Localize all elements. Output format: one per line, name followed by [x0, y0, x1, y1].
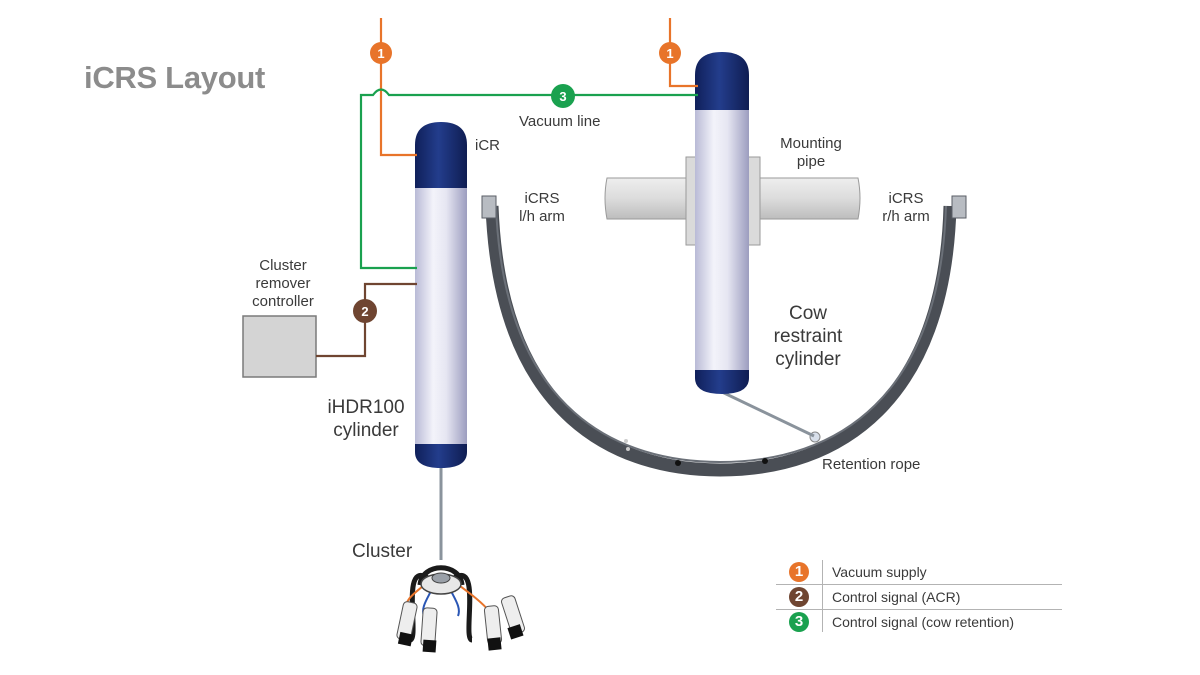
icr-label: iCR — [475, 137, 500, 154]
vacuum-line-label: Vacuum line — [519, 113, 601, 130]
legend-text-acr: Control signal (ACR) — [832, 589, 961, 605]
legend-row-vacuum-supply: 1 Vacuum supply — [776, 560, 1062, 585]
retention-rope — [721, 390, 815, 438]
legend-badge-1: 1 — [789, 562, 809, 582]
legend-divider — [822, 560, 823, 632]
legend-badge-2: 2 — [789, 587, 809, 607]
milking-cluster — [396, 548, 525, 653]
cow-restraint-cylinder-label: Cow restraint cylinder — [773, 303, 843, 370]
cluster-label: Cluster — [352, 541, 413, 562]
legend-row-acr: 2 Control signal (ACR) — [776, 585, 1062, 610]
mounting-pipe-label: Mounting pipe — [780, 135, 842, 170]
icrs-rh-arm-label: iCRS r/h arm — [882, 190, 930, 225]
ihdr100-cylinder-label: iHDR100 cylinder — [327, 397, 405, 441]
legend-text-vacuum-supply: Vacuum supply — [832, 564, 927, 580]
cluster-remover-controller-label: Cluster remover controller — [252, 257, 314, 310]
ihdr100-cylinder — [415, 122, 467, 468]
page-title: iCRS Layout — [84, 60, 265, 95]
retention-signal-line — [359, 88, 698, 270]
svg-text:1: 1 — [377, 46, 384, 61]
legend-row-cow-retention: 3 Control signal (cow retention) — [776, 610, 1062, 634]
svg-text:2: 2 — [361, 304, 368, 319]
svg-text:1: 1 — [666, 46, 673, 61]
svg-text:3: 3 — [559, 89, 566, 104]
retention-rope-label: Retention rope — [822, 456, 921, 473]
rh-arm-clamp — [951, 195, 967, 219]
cow-restraint-cylinder — [695, 52, 749, 394]
lh-arm-clamp — [481, 195, 497, 219]
cluster-remover-controller-box — [242, 315, 317, 378]
legend: 1 Vacuum supply 2 Control signal (ACR) 3… — [776, 560, 1062, 634]
marker-vacuum-supply-left: 1 — [370, 42, 392, 64]
icrs-arm — [481, 195, 967, 477]
marker-retention-signal: 3 — [551, 84, 575, 108]
marker-vacuum-supply-right: 1 — [659, 42, 681, 64]
legend-badge-3: 3 — [789, 612, 809, 632]
marker-acr-signal: 2 — [353, 299, 377, 323]
legend-text-cow-retention: Control signal (cow retention) — [832, 614, 1015, 630]
icrs-lh-arm-label: iCRS l/h arm — [519, 190, 565, 225]
